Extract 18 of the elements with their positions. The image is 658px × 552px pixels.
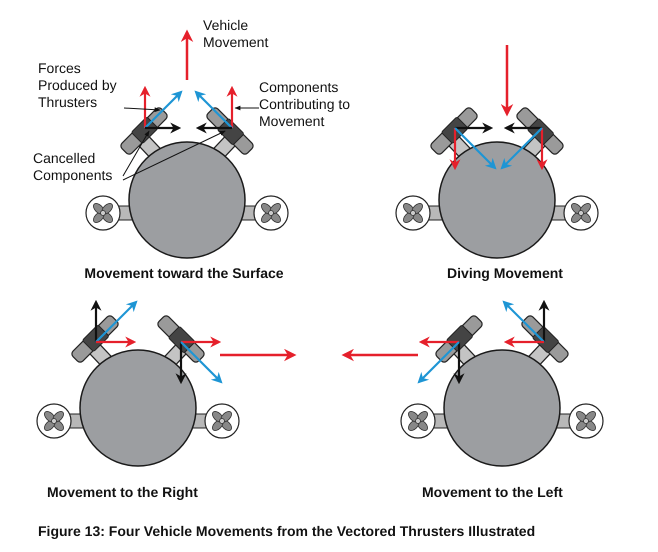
panel-title: Diving Movement (446, 265, 564, 282)
callout-label: Components Contributing to Movement (259, 79, 351, 130)
callout-label: Forces Produced by Thrusters (38, 60, 124, 111)
callout-label: Cancelled Components (33, 150, 123, 184)
force-arrow (196, 122, 232, 134)
leader-line (124, 107, 161, 112)
leader-line (122, 130, 226, 180)
panel-title: Movement to the Right (47, 484, 199, 501)
force-arrow (145, 122, 182, 134)
force-arrow (226, 86, 238, 128)
panel-title: Movement toward the Surface (83, 265, 285, 282)
callout-label: Vehicle Movement (203, 17, 270, 51)
force-arrow (144, 90, 183, 129)
figure-caption: Figure 13: Four Vehicle Movements from the Vectored Thrusters Illustrated (38, 522, 536, 541)
leader-line (122, 130, 150, 176)
force-arrow (194, 90, 233, 129)
panel-title: Movement to the Left (422, 484, 564, 501)
leader-line (234, 106, 260, 110)
